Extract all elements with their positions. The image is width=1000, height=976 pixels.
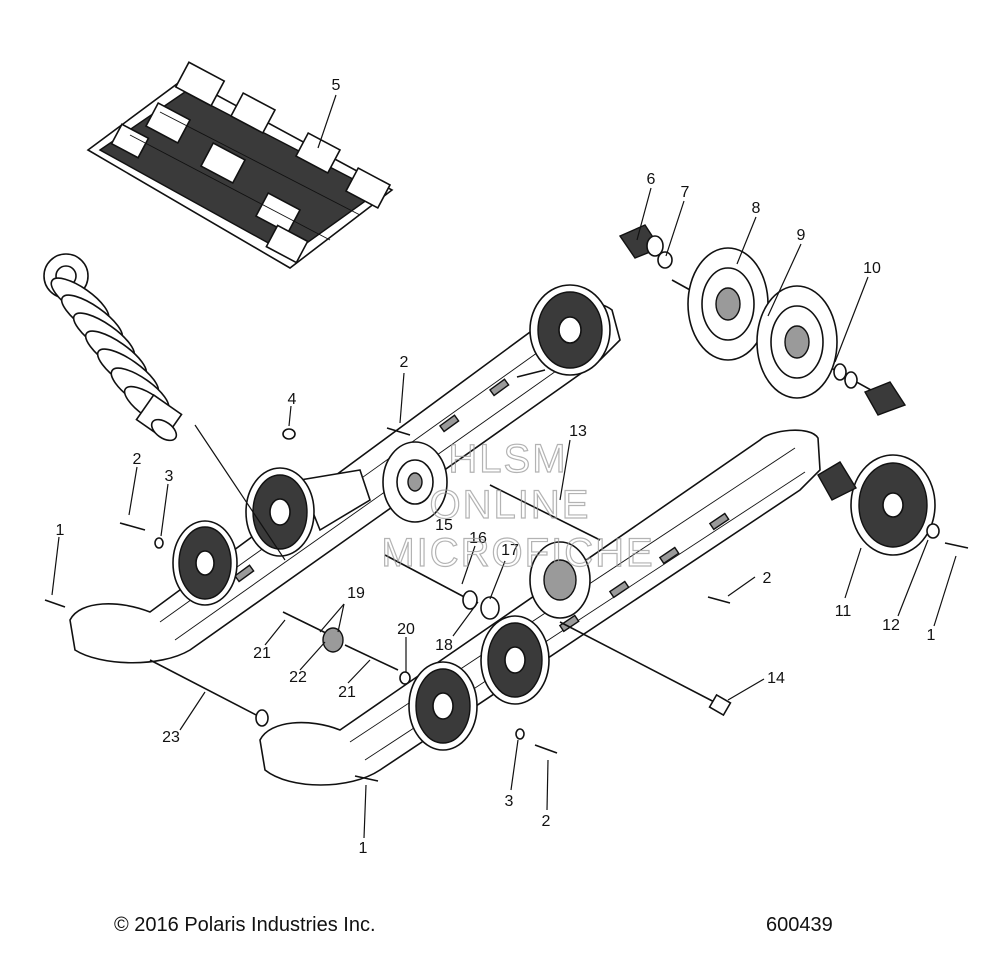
watermark-line-3: MICROFICHE <box>381 531 654 575</box>
washer-12 <box>926 523 940 539</box>
callout-18: 18 <box>435 637 453 654</box>
watermark: HLSM ONLINE MICROFICHE <box>381 436 654 575</box>
shaft-23 <box>149 659 263 719</box>
track-section <box>86 61 394 269</box>
shaft-15 <box>384 554 471 601</box>
copyright-notice: © 2016 Polaris Industries Inc. <box>114 914 376 936</box>
callout-22: 22 <box>289 669 307 686</box>
figure-number: 600439 <box>766 914 833 936</box>
watermark-line-2: ONLINE <box>430 483 591 527</box>
callout-6: 6 <box>647 171 656 188</box>
washer-3b <box>515 728 525 740</box>
leader-lines <box>51 94 957 839</box>
spacer-22 <box>322 627 344 653</box>
callout-12: 12 <box>882 617 900 634</box>
callout-9: 9 <box>797 227 806 244</box>
washer-17 <box>480 596 500 620</box>
callout-16: 16 <box>469 530 487 547</box>
callout-2-b: 2 <box>133 451 142 468</box>
wheel-left-top <box>529 284 611 376</box>
callout-labels: 5 6 7 8 9 10 2 4 2 3 1 13 2 11 12 1 14 1… <box>56 77 936 857</box>
callout-3-a: 3 <box>165 468 174 485</box>
callout-10: 10 <box>863 260 881 277</box>
sleeve-21b <box>344 644 399 671</box>
wheel-center-idler <box>382 441 448 523</box>
washer-20 <box>399 671 411 685</box>
wheel-left-rear <box>245 467 315 557</box>
callout-20: 20 <box>397 621 415 638</box>
callout-8: 8 <box>752 200 761 217</box>
callout-2-c: 2 <box>763 570 772 587</box>
long-bolt-14 <box>559 621 723 707</box>
callout-11: 11 <box>835 603 852 620</box>
callout-2-a: 2 <box>400 354 409 371</box>
cap-right <box>817 461 857 501</box>
wheel-right-center <box>529 541 591 619</box>
callout-21-a: 21 <box>253 645 271 662</box>
wheel-right-rear <box>480 615 550 705</box>
callout-17: 17 <box>501 542 519 559</box>
bolts <box>44 369 969 782</box>
wheel-right-front <box>408 661 478 751</box>
callout-3-b: 3 <box>505 793 514 810</box>
washer-3a <box>154 537 164 549</box>
wheel-left-front <box>172 520 238 606</box>
shafts-and-hardware <box>44 369 969 782</box>
sleeve-21a <box>282 611 331 636</box>
callout-2-d: 2 <box>542 813 551 830</box>
callout-21-b: 21 <box>338 684 356 701</box>
watermark-line-1: HLSM <box>448 437 567 481</box>
callout-19: 19 <box>347 585 365 602</box>
nut-4 <box>282 428 296 440</box>
wheel-11 <box>850 454 936 556</box>
callout-7: 7 <box>681 184 690 201</box>
callout-13: 13 <box>569 423 587 440</box>
callout-15: 15 <box>435 517 453 534</box>
callout-14: 14 <box>767 670 785 687</box>
washer-7 <box>657 251 673 269</box>
shock-absorber <box>43 253 183 442</box>
rear-axle-assembly <box>618 224 907 416</box>
callout-1-c: 1 <box>359 840 368 857</box>
callout-4: 4 <box>288 391 297 408</box>
callout-1-b: 1 <box>927 627 936 644</box>
callout-1-a: 1 <box>56 522 65 539</box>
idler-wheels <box>172 284 936 751</box>
callout-5: 5 <box>332 77 341 94</box>
callout-23: 23 <box>162 729 180 746</box>
